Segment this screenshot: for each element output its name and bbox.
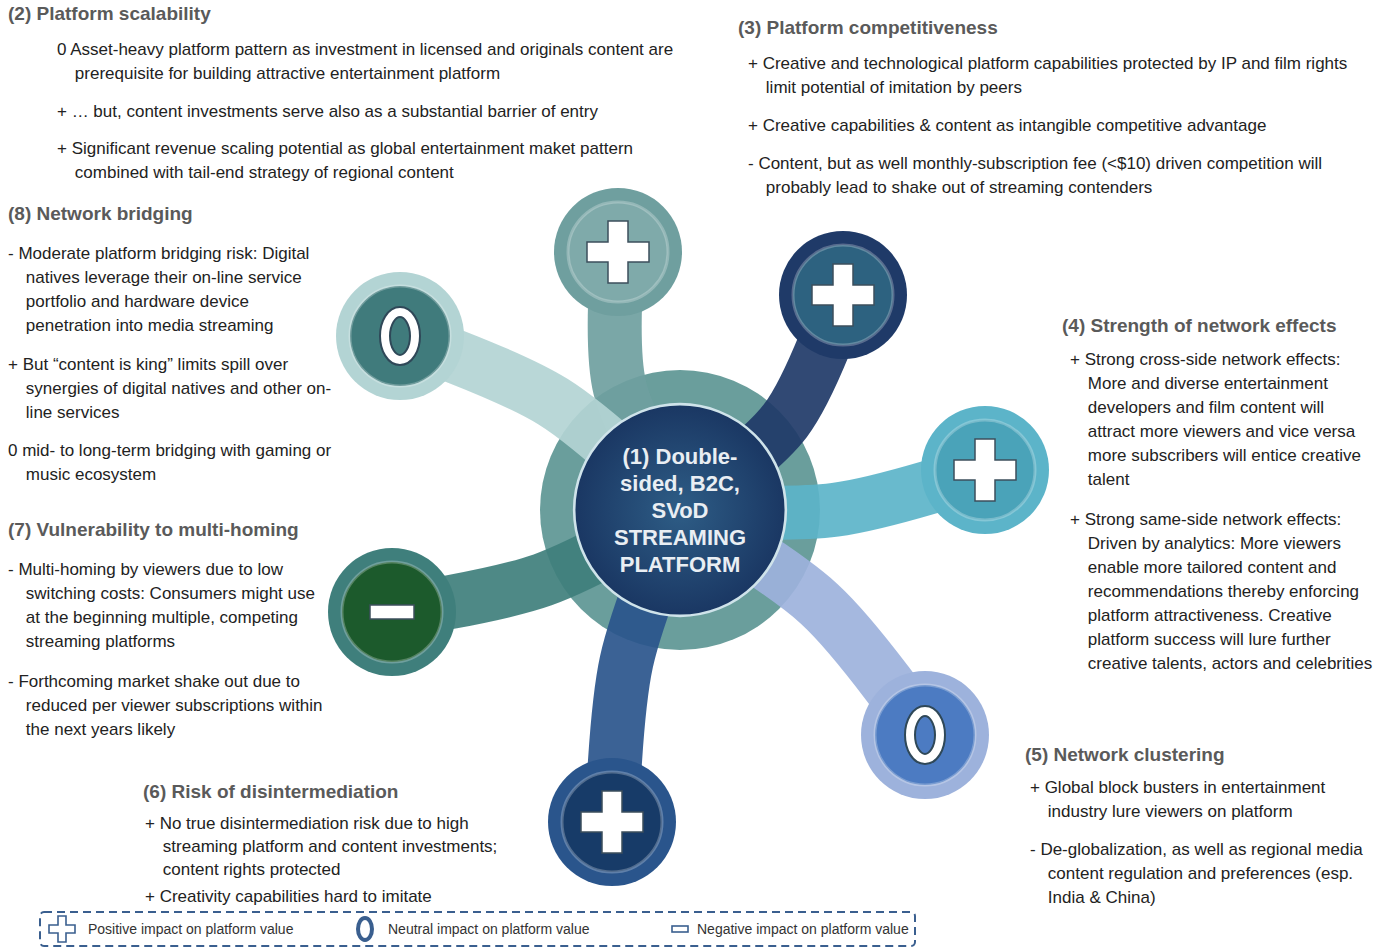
bullet-text: + Significant revenue scaling potential … <box>57 137 687 185</box>
icon-disc <box>350 286 450 386</box>
plus-symbol <box>581 791 643 853</box>
plus-symbol <box>954 439 1016 501</box>
minus-symbol <box>370 605 414 619</box>
plus-symbol <box>812 264 874 326</box>
section-heading: (8) Network bridging <box>8 202 193 226</box>
bullet-text: 0 Asset-heavy platform pattern as invest… <box>57 38 687 86</box>
impact-icon <box>861 671 989 799</box>
icon-disc <box>875 685 975 785</box>
bullet-text: - Forthcoming market shake out due to re… <box>8 670 324 742</box>
impact-icon <box>779 231 907 359</box>
petal-head <box>779 231 907 359</box>
bullet-text: + No true disintermediation risk due to … <box>145 812 530 881</box>
legend-sample <box>49 916 75 942</box>
bullet-text: + Creative and technological platform ca… <box>748 52 1348 100</box>
bullet-text: + Creative capabilities & content as int… <box>748 114 1348 138</box>
legend-frame <box>40 912 915 946</box>
zero-symbol <box>385 312 415 360</box>
icon-disc <box>342 562 442 662</box>
zero-sample <box>358 918 372 940</box>
minus-sample <box>672 926 688 932</box>
section-heading: (4) Strength of network effects <box>1062 314 1336 338</box>
petal-head <box>554 188 682 316</box>
bullet-text: - Multi-homing by viewers due to low swi… <box>8 558 324 654</box>
section-heading: (6) Risk of disintermediation <box>143 780 398 804</box>
legend-sample <box>672 926 688 932</box>
bullet-text: - De-globalization, as well as regional … <box>1030 838 1370 910</box>
bullet-text: - Content, but as well monthly-subscript… <box>748 152 1348 200</box>
legend-text: Positive impact on platform value <box>88 920 293 938</box>
plus-symbol <box>587 221 649 283</box>
bullet-text: + But “content is king” limits spill ove… <box>8 353 338 425</box>
bullet-text: + … but, content investments serve also … <box>57 100 687 124</box>
node-title: (1) Double-sided, B2C, SVoD STREAMING PL… <box>572 443 788 578</box>
bullet-text: + Creativity capabilities hard to imitat… <box>145 885 530 908</box>
icon-disc <box>562 772 662 872</box>
petal-head <box>336 272 464 400</box>
zero-symbol-outline <box>385 312 415 360</box>
legend-text: Neutral impact on platform value <box>388 920 590 938</box>
platform-circle: (1) Double-sided, B2C, SVoD STREAMING PL… <box>572 402 788 618</box>
petal-head <box>861 671 989 799</box>
icon-disc <box>793 245 893 345</box>
icon-disc <box>568 202 668 302</box>
plus-sample <box>49 916 75 942</box>
section-heading: (2) Platform scalability <box>8 2 211 26</box>
bullet-text: - Moderate platform bridging risk: Digit… <box>8 242 334 338</box>
legend-text: Negative impact on platform value <box>697 920 909 938</box>
petal-head <box>328 548 456 676</box>
section-heading: (3) Platform competitiveness <box>738 16 998 40</box>
impact-icon <box>328 548 456 676</box>
section-heading: (5) Network clustering <box>1025 743 1225 767</box>
impact-icon <box>336 272 464 400</box>
zero-symbol-outline <box>910 711 940 759</box>
impact-icon <box>554 188 682 316</box>
bullet-text: 0 mid- to long-term bridging with gaming… <box>8 439 338 487</box>
bullet-text: + Strong same-side network effects: Driv… <box>1070 508 1375 676</box>
zero-symbol <box>910 711 940 759</box>
petal-head <box>548 758 676 886</box>
petal-head <box>921 406 1049 534</box>
impact-icon <box>548 758 676 886</box>
bullet-text: + Global block busters in entertainment … <box>1030 776 1370 824</box>
legend-sample <box>358 918 372 940</box>
impact-icon <box>921 406 1049 534</box>
section-heading: (7) Vulnerability to multi-homing <box>8 518 299 542</box>
bullet-text: + Strong cross-side network effects: Mor… <box>1070 348 1375 492</box>
icon-disc <box>935 420 1035 520</box>
